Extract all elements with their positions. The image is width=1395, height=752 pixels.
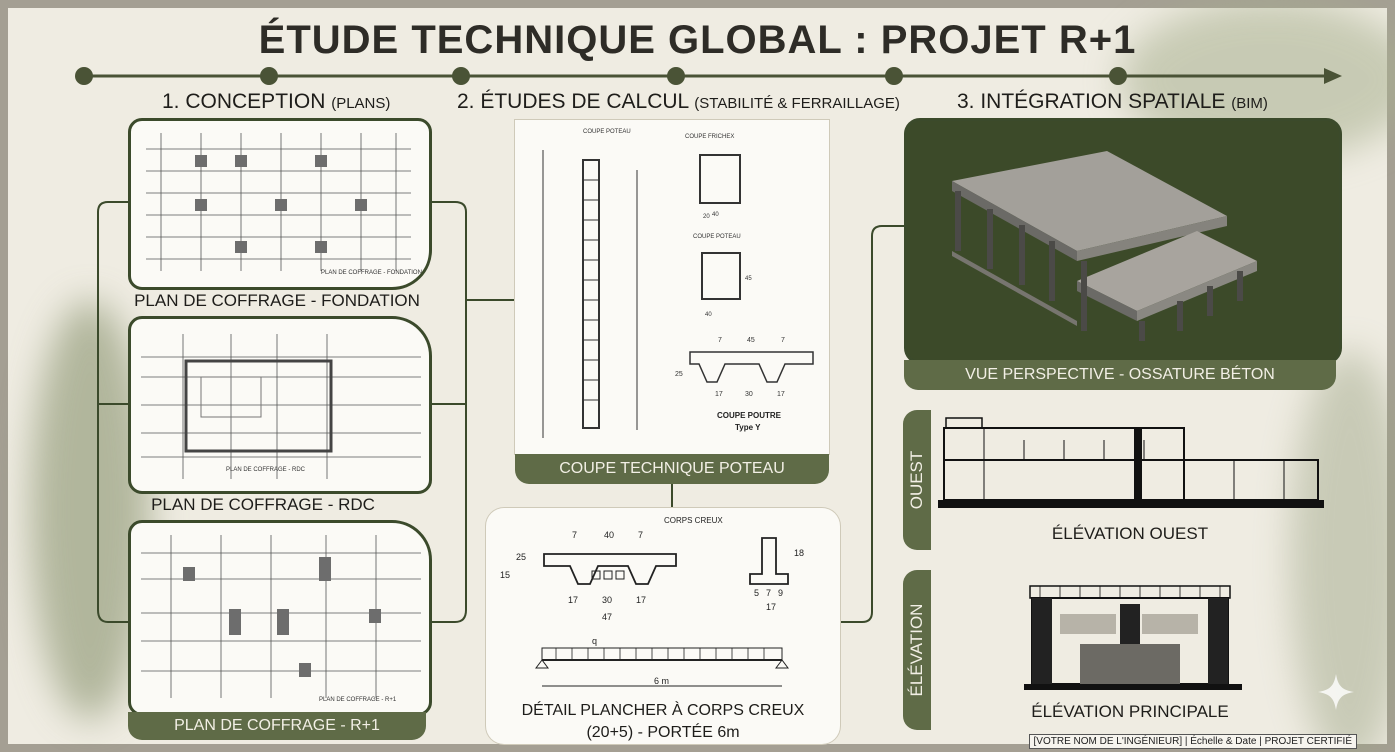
bim-caption: VUE PERSPECTIVE - OSSATURE BÉTON	[904, 360, 1336, 390]
section-heading-calcul: 2. ÉTUDES DE CALCUL (STABILITÉ & FERRAIL…	[457, 90, 900, 114]
coupe-label: COUPE FRICHEX	[685, 134, 734, 140]
plancher-caption: (20+5) - PORTÉE 6m	[586, 722, 739, 741]
plan-stamp: PLAN DE COFFRAGE - RDC	[226, 467, 306, 473]
section-heading-conception: 1. CONCEPTION (PLANS)	[162, 90, 390, 114]
dim-label: 7	[781, 337, 785, 344]
timeline	[75, 67, 1342, 85]
bim-3d-model	[952, 151, 1257, 341]
plan-card-fondation[interactable]: PLAN DE COFFRAGE - FONDATION	[128, 118, 432, 290]
section-label: 2. ÉTUDES DE CALCUL	[457, 90, 689, 113]
elevation-principale-caption: ÉLÉVATION PRINCIPALE	[1031, 702, 1229, 721]
dim-label: 25	[516, 552, 526, 562]
dim-label: 40	[712, 212, 719, 218]
plan-stamp: PLAN DE COFFRAGE - R+1	[319, 697, 397, 703]
section-note: (PLANS)	[331, 95, 391, 112]
dim-label: 20	[703, 214, 710, 220]
dim-label: 18	[794, 548, 804, 558]
plan-card-rdc[interactable]: PLAN DE COFFRAGE - RDC	[128, 316, 432, 494]
coupe-label: Type Y	[735, 423, 761, 432]
dim-label: 40	[705, 312, 712, 318]
dim-label: 30	[602, 595, 612, 605]
footer-credit: [VOTRE NOM DE L'INGÉNIEUR] | Échelle & D…	[1028, 734, 1357, 749]
dim-label: 17	[568, 595, 578, 605]
section-label: 3. INTÉGRATION SPATIALE	[957, 90, 1226, 113]
coupe-label: COUPE POTEAU	[583, 129, 631, 135]
plancher-card[interactable]: CORPS CREUX 7 40 7 17 30 17 47 25 15 18 …	[486, 508, 840, 744]
dim-label: 7	[572, 530, 577, 540]
span-label: 6 m	[654, 676, 669, 686]
tab-ouest[interactable]: OUEST	[903, 410, 931, 550]
dim-label: 5	[754, 588, 759, 598]
plan-drawing: PLAN DE COFFRAGE - R+1	[141, 535, 421, 703]
dim-label: 15	[500, 570, 510, 580]
plan-drawing: PLAN DE COFFRAGE - RDC	[141, 334, 421, 479]
section-note: (STABILITÉ & FERRAILLAGE)	[694, 95, 900, 112]
elevation-principale-drawing	[1024, 585, 1242, 690]
elevation-ouest-caption: ÉLÉVATION OUEST	[1051, 524, 1209, 543]
dim-label: 25	[675, 371, 683, 378]
wash-decoration	[1290, 350, 1395, 752]
plan-caption: PLAN DE COFFRAGE - RDC	[151, 495, 375, 514]
plan-drawing: PLAN DE COFFRAGE - FONDATION	[146, 133, 422, 276]
plancher-caption: DÉTAIL PLANCHER À CORPS CREUX	[522, 700, 805, 719]
bim-perspective-card[interactable]	[904, 118, 1342, 364]
dim-label: 17	[766, 602, 776, 612]
coupe-poteau-drawing: COUPE POTEAU COUPE FRICHEX 40 20 COUPE P…	[542, 129, 814, 438]
corps-creux-label: CORPS CREUX	[664, 516, 723, 525]
coupe-label: COUPE POTEAU	[693, 234, 741, 240]
dim-label: 45	[747, 337, 755, 344]
dim-label: 9	[778, 588, 783, 598]
dim-label: 30	[745, 391, 753, 398]
dim-label: 40	[604, 530, 614, 540]
tab-elevation[interactable]: ÉLÉVATION	[903, 570, 931, 730]
elevation-ouest-drawing	[938, 417, 1324, 508]
plan-caption: PLAN DE COFFRAGE - R+1	[128, 712, 426, 740]
coupe-label: COUPE POUTRE	[717, 411, 782, 420]
dim-label: 7	[718, 337, 722, 344]
section-note: (BIM)	[1231, 95, 1268, 112]
poteau-caption: COUPE TECHNIQUE POTEAU	[515, 454, 829, 484]
plan-card-r1[interactable]: PLAN DE COFFRAGE - R+1	[128, 520, 432, 716]
section-heading-bim: 3. INTÉGRATION SPATIALE (BIM)	[957, 90, 1268, 114]
dim-label: 17	[715, 391, 723, 398]
dim-label: 45	[745, 276, 752, 282]
load-label: q	[592, 636, 597, 646]
tab-label: OUEST	[907, 450, 926, 510]
dim-label: 17	[636, 595, 646, 605]
section-label: 1. CONCEPTION	[162, 90, 326, 113]
sparkle-icon	[1318, 674, 1354, 710]
plancher-drawing: CORPS CREUX 7 40 7 17 30 17 47 25 15 18 …	[500, 516, 805, 741]
coupe-poteau-card[interactable]: COUPE POTEAU COUPE FRICHEX 40 20 COUPE P…	[515, 120, 829, 454]
dim-label: 47	[602, 612, 612, 622]
plan-stamp: PLAN DE COFFRAGE - FONDATION	[321, 270, 422, 276]
plan-caption: PLAN DE COFFRAGE - FONDATION	[134, 291, 420, 310]
tab-label: ÉLÉVATION	[907, 603, 926, 697]
page-title: ÉTUDE TECHNIQUE GLOBAL : PROJET R+1	[258, 18, 1137, 62]
dim-label: 7	[638, 530, 643, 540]
dim-label: 17	[777, 391, 785, 398]
dim-label: 7	[766, 588, 771, 598]
